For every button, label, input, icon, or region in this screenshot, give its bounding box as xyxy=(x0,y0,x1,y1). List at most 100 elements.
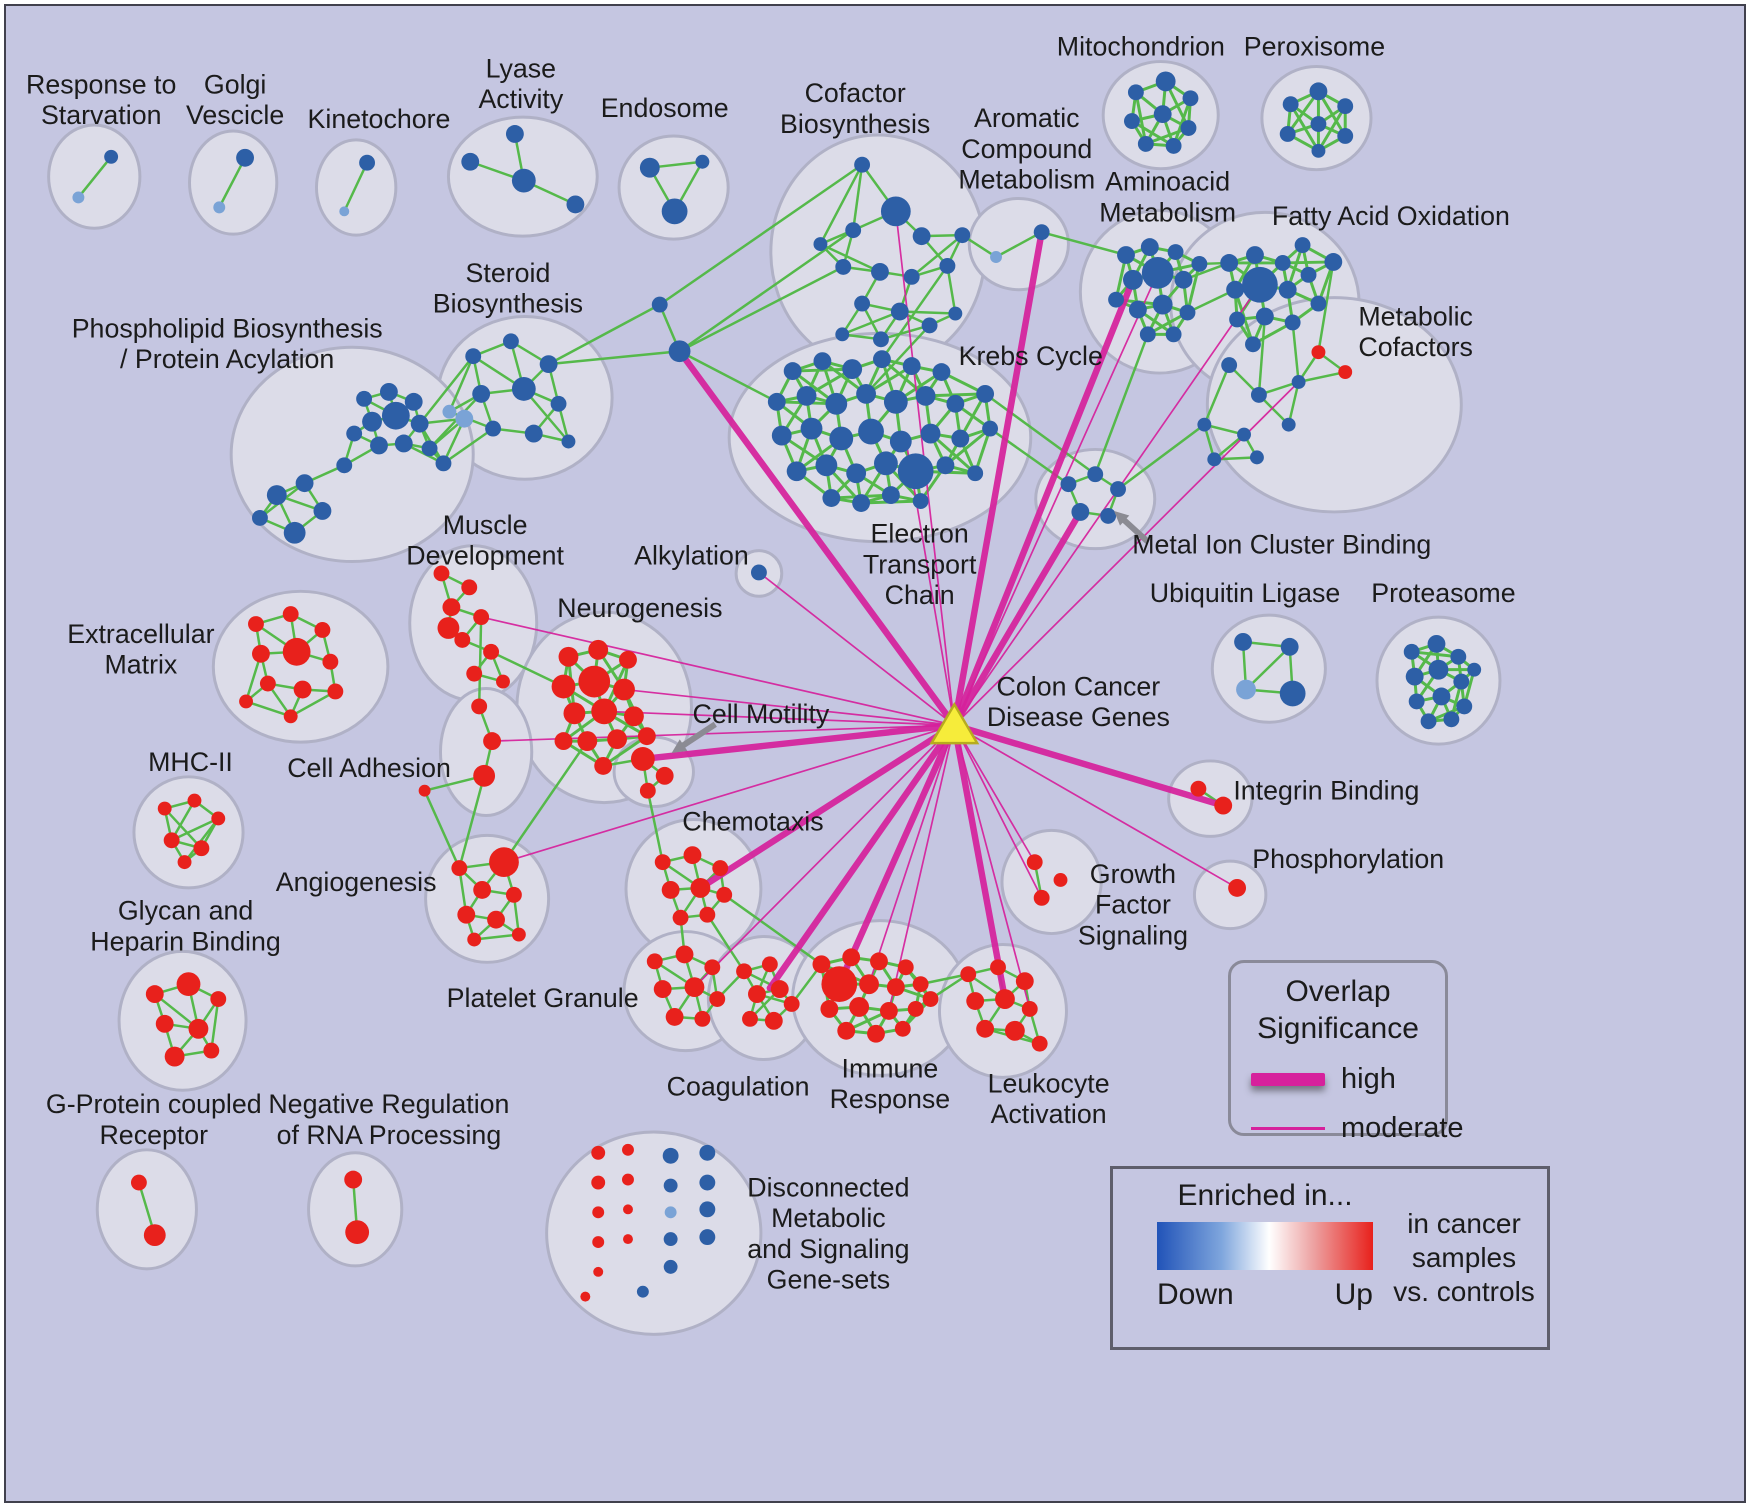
gene-set-node xyxy=(646,953,663,970)
gene-set-node xyxy=(487,910,505,929)
gene-set-node xyxy=(370,436,388,455)
gene-set-node xyxy=(661,198,688,225)
gene-set-overlap-edge xyxy=(659,163,863,306)
gene-set-node xyxy=(485,420,502,437)
pointer-arrow-icon xyxy=(676,721,717,752)
gene-set-node xyxy=(578,665,611,698)
gene-set-node xyxy=(421,440,438,457)
gene-set-node xyxy=(1110,481,1126,498)
gene-set-node xyxy=(1291,375,1306,389)
gene-set-node xyxy=(936,456,955,475)
gene-set-node xyxy=(639,157,660,178)
gene-set-node xyxy=(591,1145,606,1160)
gene-set-overlap-edge xyxy=(679,265,844,353)
gene-set-node xyxy=(699,906,716,923)
gene-set-node xyxy=(613,678,635,701)
gene-set-overlap-edge xyxy=(1298,370,1346,384)
gene-set-overlap-edge xyxy=(1203,364,1231,426)
gene-set-node xyxy=(1234,632,1252,651)
overlap-significance-legend: Overlap Significance high moderate xyxy=(1228,960,1464,1144)
gene-set-node xyxy=(145,985,164,1003)
gene-set-node xyxy=(1174,270,1193,289)
gene-set-node xyxy=(473,880,492,899)
gene-set-node xyxy=(921,317,938,334)
gene-set-node xyxy=(336,457,353,474)
gene-set-node xyxy=(1403,643,1420,660)
gene-set-node xyxy=(489,847,519,878)
gene-set-node xyxy=(442,598,461,617)
gene-set-node xyxy=(248,616,264,632)
gene-set-node xyxy=(483,643,500,660)
gene-set-node xyxy=(359,154,376,171)
gene-set-node xyxy=(1278,280,1297,299)
gene-set-node xyxy=(1310,116,1327,132)
gene-set-node xyxy=(651,296,668,313)
moderate-significance-edge xyxy=(480,616,956,727)
gene-set-node xyxy=(1226,280,1245,299)
cluster-bubble-growth-factor-signaling xyxy=(1000,828,1103,936)
gene-set-node xyxy=(982,420,999,437)
high-significance-edge xyxy=(836,722,958,988)
gene-set-node xyxy=(561,434,576,449)
gene-set-node xyxy=(1153,105,1172,124)
gene-set-node xyxy=(849,997,870,1017)
gene-set-node xyxy=(1279,680,1306,707)
label-cell-motility: Cell Motility xyxy=(693,699,830,729)
gene-set-overlap-edge xyxy=(920,973,969,986)
gene-set-node xyxy=(1405,667,1424,686)
gene-set-node xyxy=(835,258,852,275)
gene-set-node xyxy=(761,956,778,973)
gene-set-node xyxy=(339,206,350,217)
gene-set-node xyxy=(990,959,1006,976)
gene-set-node xyxy=(852,494,871,512)
gene-set-node xyxy=(591,1175,606,1190)
gene-set-node xyxy=(471,698,488,715)
gene-set-node xyxy=(143,1224,166,1247)
gene-set-node xyxy=(748,985,766,1003)
gene-set-node xyxy=(764,1011,783,1030)
gene-set-node xyxy=(164,1046,185,1067)
gene-set-node xyxy=(946,394,965,413)
gene-set-node xyxy=(381,401,410,430)
gene-set-overlap-edge xyxy=(343,162,369,212)
gene-set-node xyxy=(1246,246,1264,264)
gene-set-node xyxy=(72,191,85,204)
gene-set-node xyxy=(1165,137,1182,154)
gene-set-node xyxy=(558,646,579,667)
gene-set-node xyxy=(1033,224,1050,241)
gene-set-node xyxy=(845,222,862,239)
gene-set-overlap-edge xyxy=(418,355,475,425)
gene-set-node xyxy=(619,650,637,669)
gene-set-overlap-edge xyxy=(995,231,1043,259)
gene-set-node xyxy=(1180,120,1197,136)
gene-set-node xyxy=(1220,254,1239,272)
label-chemotaxis: Chemotaxis xyxy=(682,806,823,836)
gene-set-node xyxy=(889,430,912,453)
gene-set-node xyxy=(902,357,921,376)
gene-set-node xyxy=(1453,673,1470,690)
label-mitochondrion: Mitochondrion xyxy=(1057,32,1225,62)
gene-set-overlap-edge xyxy=(646,790,664,863)
gene-set-node xyxy=(684,977,705,998)
gene-set-node xyxy=(1127,84,1144,101)
gene-set-node xyxy=(404,392,423,411)
gene-set-node xyxy=(1467,662,1482,677)
gene-set-node xyxy=(653,980,672,999)
gene-set-node xyxy=(451,860,468,877)
gene-set-node xyxy=(665,1007,684,1026)
pointer-arrowhead-icon xyxy=(671,739,688,754)
gene-set-node xyxy=(966,992,985,1010)
gene-set-node xyxy=(239,694,253,709)
gene-set-overlap-edge xyxy=(899,310,956,315)
gene-set-node xyxy=(594,756,613,775)
cluster-bubble-cell-adhesion xyxy=(438,687,534,817)
gene-set-node xyxy=(709,991,726,1007)
label-peroxisome: Peroxisome xyxy=(1244,32,1385,62)
gene-set-node xyxy=(1281,417,1296,432)
gene-set-node xyxy=(394,434,413,453)
gene-set-node xyxy=(1026,854,1043,871)
high-significance-line-swatch xyxy=(1251,1073,1325,1086)
gene-set-node xyxy=(1443,711,1460,728)
gene-set-node xyxy=(176,972,201,997)
gene-set-node xyxy=(912,976,929,993)
